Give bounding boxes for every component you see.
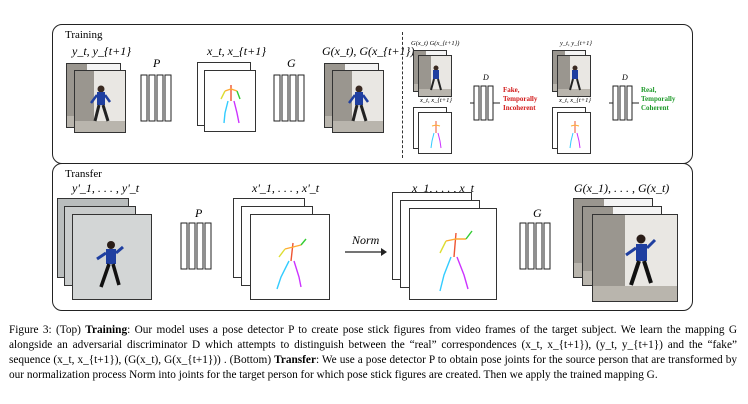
source-dancer-figure [96, 241, 124, 288]
transfer-pose-detector-network [180, 222, 212, 270]
caption-part2: : We use a pose detector P to obtain pos… [9, 354, 737, 381]
generator-network [273, 74, 305, 122]
fake-stick-figure [430, 121, 442, 149]
label-discriminator-real: D [622, 73, 628, 82]
output-frame-front [592, 214, 678, 302]
stick-frame-front [204, 70, 256, 132]
target-stick-figure [439, 230, 473, 292]
fake-stick-frame-front [418, 112, 452, 154]
dancer-figure [90, 85, 112, 122]
discriminator-fake-network [470, 85, 500, 121]
figure-caption: Figure 3: (Top) Training: Our model uses… [9, 323, 737, 383]
label-x-frames: x_t, x_{t+1} [207, 44, 267, 58]
caption-fig-label: Figure 3: (Top) [9, 324, 86, 336]
discriminator-real-network [609, 85, 639, 121]
norm-arrow [345, 248, 387, 256]
output-dancer-figure [625, 234, 657, 286]
label-normalization: Norm [352, 233, 380, 247]
result-real: Real, Temporally Coherent [641, 86, 676, 112]
generated-frame-front [332, 70, 384, 133]
real-stick-figure [569, 121, 581, 149]
pose-detector-network [140, 74, 172, 122]
fake-generated-frame-front [418, 55, 452, 97]
target-pose-frame-front [409, 208, 497, 300]
source-frame-front [72, 214, 152, 300]
label-fake-top: G(x_t) G(x_{t+1}) [411, 40, 460, 47]
real-frame-front [557, 55, 591, 97]
training-title: Training [65, 29, 103, 41]
caption-transfer-bold: Transfer [274, 354, 316, 366]
label-discriminator-fake: D [483, 73, 489, 82]
caption-part1: : Our model uses a pose detector P to cr… [9, 324, 738, 366]
transfer-generator-network [519, 222, 551, 270]
transfer-title: Transfer [65, 168, 102, 180]
label-pose-detector-P: P [153, 56, 161, 70]
real-stick-frame-front [557, 112, 591, 154]
label-generated-frames: G(x_t), G(x_{t+1}) [322, 44, 415, 58]
source-stick-figure [276, 238, 307, 290]
label-y-frames: y_t, y_{t+1} [72, 44, 132, 58]
real-dancer-figure [569, 65, 581, 91]
label-target-poses: x_1, . . . , x_t [412, 181, 474, 195]
label-source-poses: x'_1, . . . , x'_t [252, 181, 320, 195]
stick-figure [220, 85, 241, 124]
label-fake-bottom: x_t, x_{t+1} [420, 97, 452, 104]
source-pose-frame-front [250, 214, 330, 300]
target-frame-front [74, 70, 126, 133]
generated-dancer-figure [348, 85, 370, 122]
label-transfer-generator-G: G [533, 206, 542, 220]
label-transfer-pose-detector-P: P [195, 206, 203, 220]
label-real-bottom: x_t, x_{t+1} [559, 97, 591, 104]
result-fake: Fake, Temporally Incoherent [503, 86, 538, 112]
label-real-top: y_t, y_{t+1} [560, 40, 592, 47]
label-generator-G: G [287, 56, 296, 70]
caption-training-bold: Training [85, 324, 128, 336]
fake-dancer-figure [430, 65, 442, 91]
label-source-frames: y'_1, . . . , y'_t [72, 181, 140, 195]
divider-dashed [402, 32, 403, 158]
label-output-frames: G(x_1), . . . , G(x_t) [574, 181, 670, 195]
